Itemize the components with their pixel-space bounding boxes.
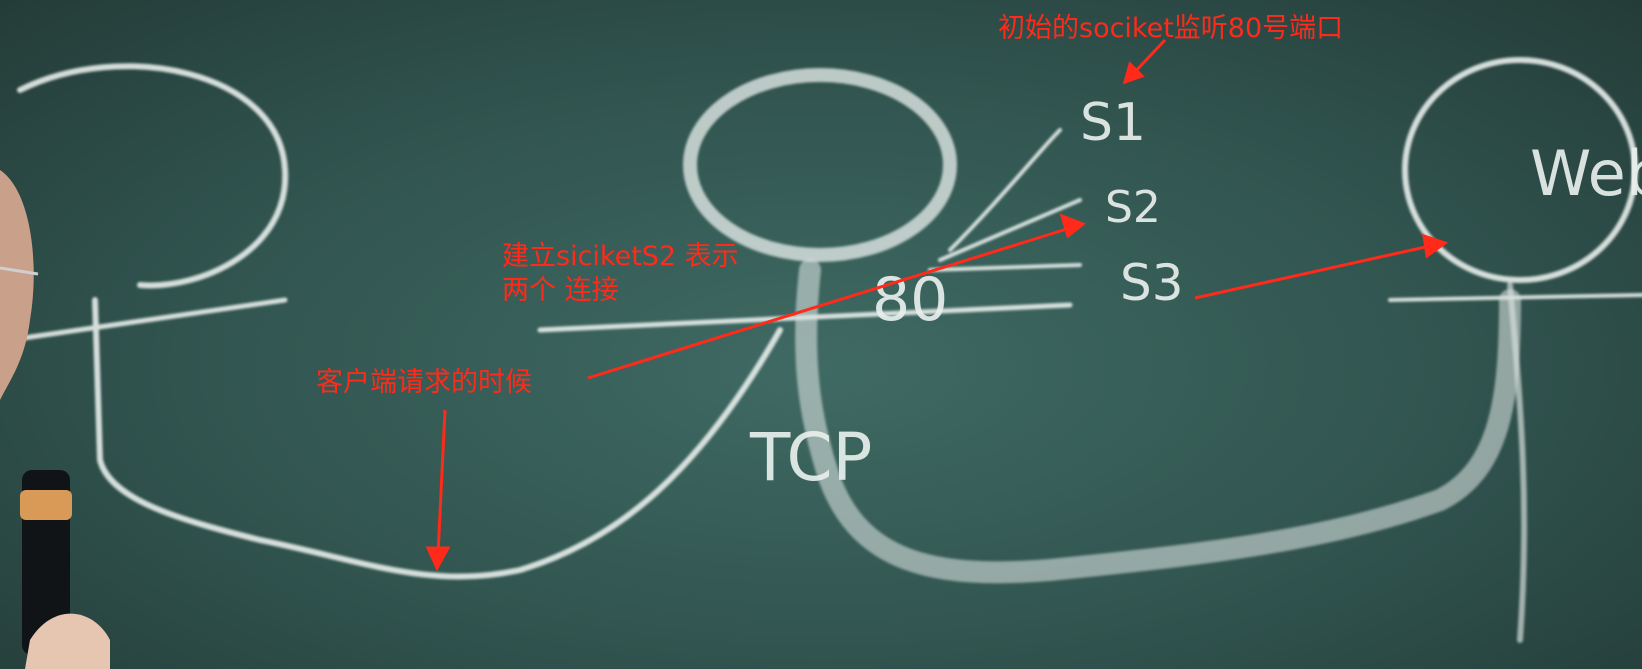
web-horizontal-line (1388, 293, 1642, 302)
server-node-stem (795, 259, 1521, 584)
arrow-to-web-head (1422, 233, 1449, 259)
client-horizontal-line (7, 297, 288, 343)
arrow-to-s1 (1130, 38, 1167, 77)
web-stem (1507, 282, 1528, 643)
annotation-client-request: 客户端请求的时候 (316, 367, 532, 398)
client-node-stem (92, 297, 783, 580)
socket-fan-line-2 (938, 198, 1082, 262)
arrow-to-s1-head (1122, 61, 1145, 85)
socket-fan-line-3 (928, 263, 1082, 272)
arrow-to-client-line-head (425, 546, 451, 572)
chalk-label-s2: S2 (1105, 182, 1161, 233)
annotation-initial-socket: 初始的sociket监听80号端口 (998, 13, 1344, 44)
annotation-create-socket-line1: 建立siciketS2 表示 (502, 241, 739, 272)
presenter-head (0, 170, 34, 400)
arrow-to-client-line (436, 409, 447, 556)
annotation-create-socket-line2: 两个 连接 (502, 274, 619, 306)
chalk-label-s1: S1 (1080, 93, 1146, 153)
socket-fan-line-1 (948, 128, 1062, 252)
arrow-to-s2 (587, 226, 1071, 380)
chalk-label-protocol: TCP (749, 419, 872, 496)
chalk-label-web: Web (1530, 137, 1642, 210)
client-node-circle (17, 63, 289, 289)
arrow-to-web (1194, 244, 1431, 300)
microphone-band (20, 490, 72, 520)
server-node-circle (683, 68, 957, 262)
chalk-label-port: 80 (872, 265, 948, 335)
web-node-circle (1402, 57, 1638, 283)
arrow-to-s2-head (1059, 213, 1086, 239)
presenter-figure (0, 170, 110, 669)
presenter-glasses (0, 266, 39, 276)
annotation-create-socket: 建立siciketS2 表示 两个 连接 (502, 240, 739, 308)
server-port-line (537, 302, 1073, 333)
chalk-label-s3: S3 (1120, 254, 1184, 312)
presenter-hand (25, 613, 110, 669)
